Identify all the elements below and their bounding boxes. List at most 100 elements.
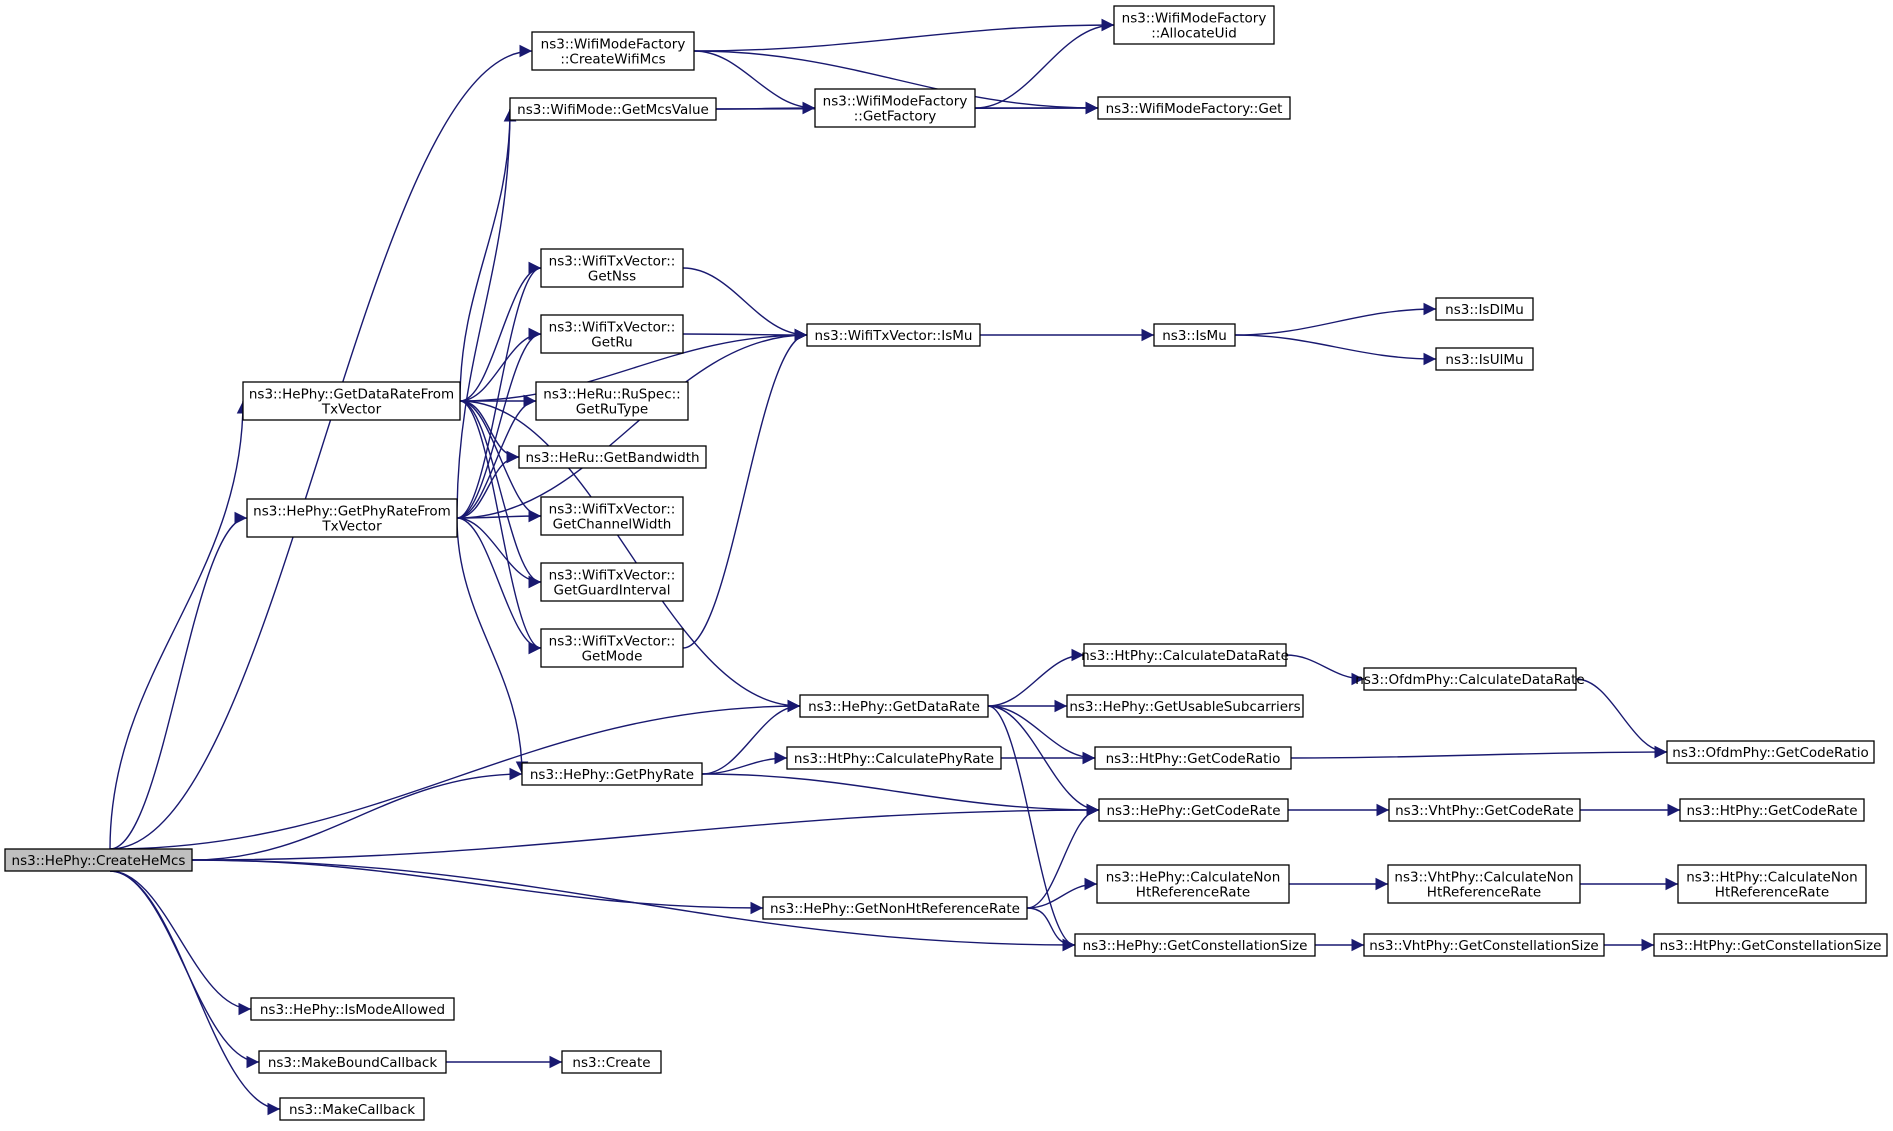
node-box[interactable]: [279, 1097, 425, 1121]
node-box[interactable]: [242, 381, 461, 421]
node-box[interactable]: [814, 88, 976, 128]
node-ofdm-get-code-ratio[interactable]: ns3::OfdmPhy::GetCodeRatio: [1666, 740, 1875, 764]
node-box[interactable]: [540, 628, 684, 668]
node-ht-get-code-ratio[interactable]: ns3::HtPhy::GetCodeRatio: [1094, 746, 1292, 770]
node-ht-calc-phy-rate[interactable]: ns3::HtPhy::CalculatePhyRate: [786, 746, 1002, 770]
node-is-ul-mu[interactable]: ns3::IsUlMu: [1435, 347, 1534, 371]
node-box[interactable]: [1083, 643, 1287, 667]
node-box[interactable]: [509, 97, 717, 121]
node-label: GetNss: [588, 269, 636, 285]
node-he-get-non-ht[interactable]: ns3::HePhy::GetNonHtReferenceRate: [762, 896, 1028, 920]
node-box[interactable]: [540, 314, 684, 354]
node-make-bound-callback[interactable]: ns3::MakeBoundCallback: [258, 1050, 447, 1074]
node-box[interactable]: [1097, 96, 1291, 120]
node-box[interactable]: [1363, 933, 1605, 957]
node-box[interactable]: [1074, 933, 1316, 957]
node-box[interactable]: [561, 1050, 662, 1074]
node-box[interactable]: [1435, 297, 1534, 321]
edge-get-phy-rate-from-tx-to-is-mu-tx: [456, 328, 808, 519]
node-box[interactable]: [518, 445, 707, 469]
node-box[interactable]: [806, 323, 981, 347]
edge-get-data-rate-from-tx-to-is-mu-tx: [459, 328, 808, 402]
node-box[interactable]: [1387, 864, 1581, 904]
node-box[interactable]: [1094, 746, 1292, 770]
node-label: ns3::WifiTxVector::: [549, 634, 676, 650]
node-is-dl-mu[interactable]: ns3::IsDlMu: [1435, 297, 1534, 321]
node-get-ru-type[interactable]: ns3::HeRu::RuSpec::GetRuType: [535, 381, 689, 421]
node-get-channel-width[interactable]: ns3::WifiTxVector::GetChannelWidth: [540, 496, 684, 536]
node-box[interactable]: [1435, 347, 1534, 371]
node-label: ns3::IsDlMu: [1445, 302, 1524, 318]
node-ofdm-calc-data-rate[interactable]: ns3::OfdmPhy::CalculateDataRate: [1355, 667, 1585, 691]
node-box[interactable]: [1098, 798, 1289, 822]
node-allocate-uid[interactable]: ns3::WifiModeFactory::AllocateUid: [1113, 5, 1275, 45]
node-vht-get-code-rate[interactable]: ns3::VhtPhy::GetCodeRate: [1388, 798, 1581, 822]
node-is-mu[interactable]: ns3::IsMu: [1153, 323, 1236, 347]
node-create-he-mcs[interactable]: ns3::HePhy::CreateHeMcs: [4, 848, 193, 872]
node-box[interactable]: [1096, 864, 1290, 904]
edge-get-phy-rate-from-tx-to-get-bandwidth: [456, 450, 520, 519]
node-label: ns3::WifiTxVector::IsMu: [815, 328, 973, 344]
node-box[interactable]: [1363, 667, 1577, 691]
node-get-factory[interactable]: ns3::WifiModeFactory::GetFactory: [814, 88, 976, 128]
node-ht-calc-data-rate[interactable]: ns3::HtPhy::CalculateDataRate: [1081, 643, 1289, 667]
edge-get-phy-rate-from-tx-to-he-get-phy-rate: [456, 517, 529, 775]
node-box[interactable]: [799, 694, 989, 718]
node-get-mode[interactable]: ns3::WifiTxVector::GetMode: [540, 628, 684, 668]
node-he-get-phy-rate[interactable]: ns3::HePhy::GetPhyRate: [521, 762, 703, 786]
node-box[interactable]: [1679, 798, 1865, 822]
node-box[interactable]: [1653, 933, 1888, 957]
node-vht-get-const[interactable]: ns3::VhtPhy::GetConstellationSize: [1363, 933, 1605, 957]
node-box[interactable]: [540, 248, 684, 288]
node-box[interactable]: [540, 562, 684, 602]
node-get-bandwidth[interactable]: ns3::HeRu::GetBandwidth: [518, 445, 707, 469]
node-factory-get[interactable]: ns3::WifiModeFactory::Get: [1097, 96, 1291, 120]
node-get-nss[interactable]: ns3::WifiTxVector::GetNss: [540, 248, 684, 288]
node-label: ns3::HePhy::CreateHeMcs: [12, 853, 186, 869]
node-get-guard-interval[interactable]: ns3::WifiTxVector::GetGuardInterval: [540, 562, 684, 602]
node-make-callback[interactable]: ns3::MakeCallback: [279, 1097, 425, 1121]
node-box[interactable]: [246, 498, 458, 538]
node-box[interactable]: [1113, 5, 1275, 45]
node-box[interactable]: [540, 496, 684, 536]
node-label: GetRuType: [576, 402, 648, 418]
node-is-mu-tx[interactable]: ns3::WifiTxVector::IsMu: [806, 323, 981, 347]
node-box[interactable]: [1066, 694, 1304, 718]
node-box[interactable]: [4, 848, 193, 872]
node-label: ns3::HtPhy::GetCodeRatio: [1106, 751, 1281, 767]
node-ht-get-const[interactable]: ns3::HtPhy::GetConstellationSize: [1653, 933, 1888, 957]
edge-get-data-rate-from-tx-to-get-nss: [459, 261, 542, 402]
node-he-get-const[interactable]: ns3::HePhy::GetConstellationSize: [1074, 933, 1316, 957]
edge-is-mu-to-is-ul-mu: [1234, 334, 1437, 366]
node-box[interactable]: [535, 381, 689, 421]
node-create[interactable]: ns3::Create: [561, 1050, 662, 1074]
node-box[interactable]: [521, 762, 703, 786]
node-label: ns3::HeRu::RuSpec::: [543, 387, 680, 403]
node-box[interactable]: [1153, 323, 1236, 347]
node-get-ru[interactable]: ns3::WifiTxVector::GetRu: [540, 314, 684, 354]
node-box[interactable]: [1388, 798, 1581, 822]
node-create-wifi-mcs[interactable]: ns3::WifiModeFactory::CreateWifiMcs: [531, 31, 695, 71]
node-he-get-data-rate[interactable]: ns3::HePhy::GetDataRate: [799, 694, 989, 718]
node-box[interactable]: [250, 997, 455, 1021]
node-ht-get-code-rate[interactable]: ns3::HtPhy::GetCodeRate: [1679, 798, 1865, 822]
node-he-get-code-rate[interactable]: ns3::HePhy::GetCodeRate: [1098, 798, 1289, 822]
node-label: ::CreateWifiMcs: [560, 52, 665, 68]
node-get-usable-sub[interactable]: ns3::HePhy::GetUsableSubcarriers: [1066, 694, 1304, 718]
node-get-mcs-value[interactable]: ns3::WifiMode::GetMcsValue: [509, 97, 717, 121]
node-box[interactable]: [1677, 864, 1867, 904]
node-is-mode-allowed[interactable]: ns3::HePhy::IsModeAllowed: [250, 997, 455, 1021]
node-box[interactable]: [258, 1050, 447, 1074]
node-label: ns3::WifiTxVector::: [549, 320, 676, 336]
node-box[interactable]: [762, 896, 1028, 920]
node-box[interactable]: [786, 746, 1002, 770]
node-box[interactable]: [1666, 740, 1875, 764]
node-label: ns3::OfdmPhy::GetCodeRatio: [1672, 745, 1868, 761]
node-box[interactable]: [531, 31, 695, 71]
